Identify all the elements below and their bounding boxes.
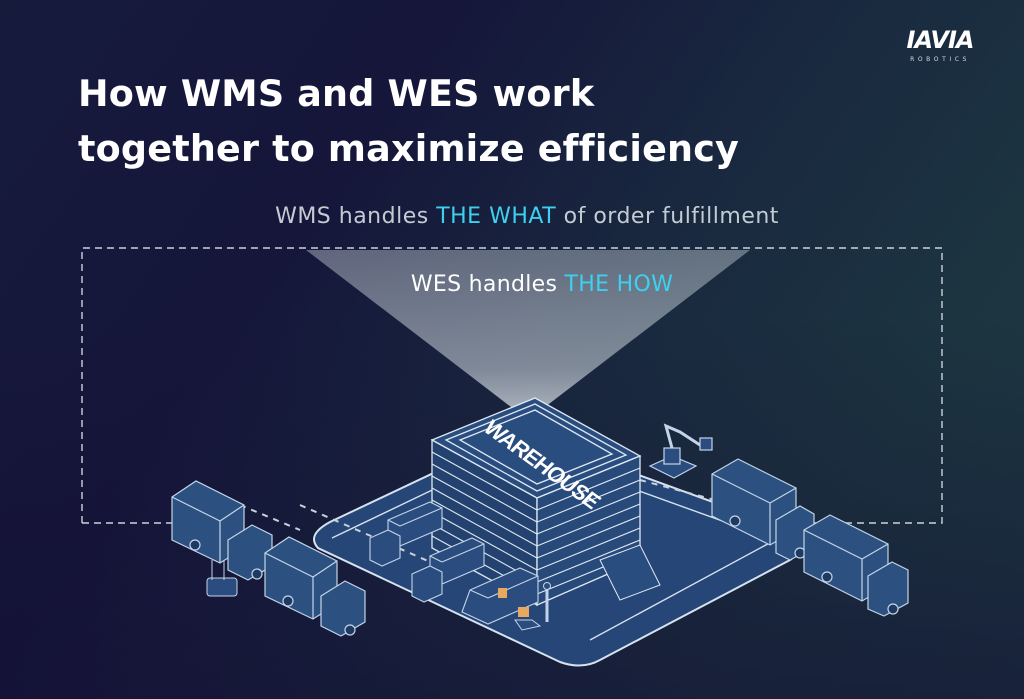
pallet-jack-worker [514, 582, 551, 631]
logo-subtitle: ROBOTICS [910, 56, 970, 63]
yard-truck-2 [411, 537, 485, 603]
wms-highlight: THE WHAT [436, 204, 557, 229]
wes-statement: WES handles THE HOW [0, 272, 1024, 297]
logo-mark: IAVIA [906, 26, 975, 54]
wes-highlight: THE HOW [564, 272, 674, 297]
iavia-logo: IAVIA ROBOTICS [904, 28, 976, 66]
forklift [206, 560, 238, 597]
wms-statement: WMS handles THE WHAT of order fulfillmen… [0, 204, 1024, 229]
yard-truck-1 [369, 501, 443, 567]
wms-prefix: WMS handles [275, 204, 437, 229]
truck-left-1 [171, 480, 273, 581]
page-title: How WMS and WES work together to maximiz… [78, 66, 778, 176]
truck-right-1 [711, 458, 815, 561]
truck-right-2 [803, 514, 909, 617]
robotic-arm [648, 423, 713, 479]
wms-suffix: of order fulfillment [556, 204, 779, 229]
warehouse-building: WAREHOUSE [430, 397, 661, 607]
spotlight-cone [306, 250, 750, 420]
truck-left-2 [264, 536, 366, 637]
wes-prefix: WES handles [410, 272, 565, 297]
title-line-1: How WMS and WES work [78, 72, 595, 115]
title-line-2: together to maximize efficiency [78, 127, 740, 170]
dashed-boundary [81, 247, 943, 524]
